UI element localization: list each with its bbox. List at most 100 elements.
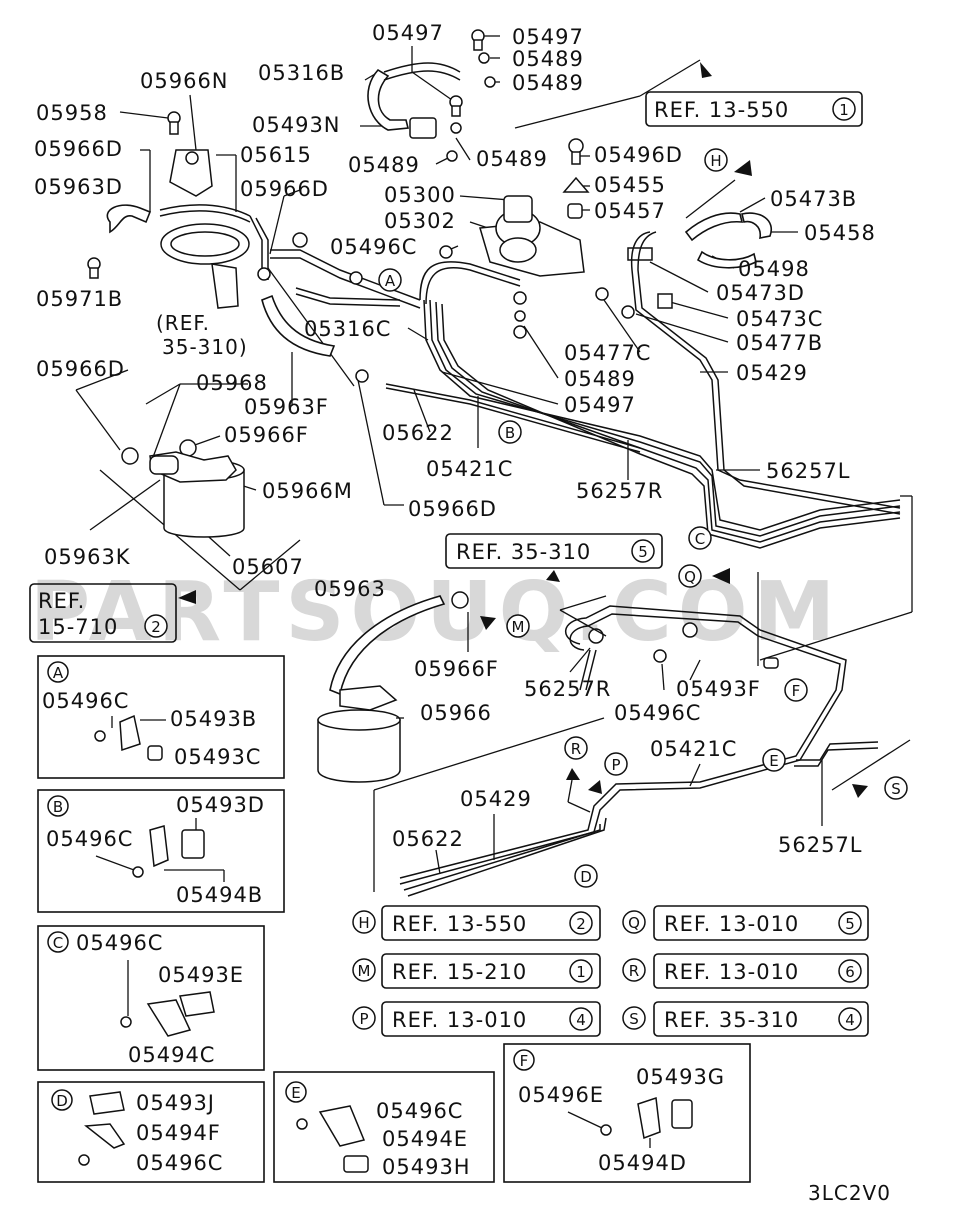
- callout-C: C: [688, 526, 712, 550]
- fuel-filter-lower: [317, 591, 469, 783]
- svg-text:Q: Q: [628, 914, 640, 932]
- label-05496C-a: 05496C: [330, 235, 417, 259]
- svg-text:2: 2: [576, 915, 586, 933]
- svg-text:REF. 15-210: REF. 15-210: [392, 960, 527, 984]
- label-05458: 05458: [804, 221, 876, 245]
- ref-box-35-310-5[interactable]: REF. 35-310 5: [445, 533, 663, 569]
- label-05473D: 05473D: [716, 281, 805, 305]
- svg-text:5: 5: [845, 915, 855, 933]
- part-labels: 05497 05497 05489 05489 05316B 05966N 05…: [34, 21, 876, 857]
- arrow-icon: [734, 160, 752, 176]
- callout-R: R: [564, 736, 591, 813]
- label-05966N: 05966N: [140, 69, 229, 93]
- label-05496D: 05496D: [594, 143, 683, 167]
- ref-box-13-550-1[interactable]: REF. 13-550 1: [645, 91, 863, 127]
- label-05421C-b: 05421C: [650, 737, 737, 761]
- ref-list-R[interactable]: R REF. 13-010 6: [622, 953, 869, 989]
- detail-D-05496C: 05496C: [136, 1151, 223, 1175]
- label-05489-b: 05489: [512, 71, 584, 95]
- svg-text:REF.: REF.: [38, 589, 85, 613]
- label-05966F-b: 05966F: [414, 657, 499, 681]
- svg-text:R: R: [629, 962, 639, 980]
- ref-list-S[interactable]: S REF. 35-310 4: [622, 1001, 869, 1037]
- label-05966M: 05966M: [262, 479, 353, 503]
- svg-text:D: D: [56, 1092, 68, 1110]
- detail-F-05494D: 05494D: [598, 1151, 687, 1175]
- callout-F: F: [784, 678, 808, 702]
- ref-list-P[interactable]: P REF. 13-010 4: [352, 1001, 601, 1037]
- detail-E-05494E: 05494E: [382, 1127, 468, 1151]
- label-05493F: 05493F: [676, 677, 761, 701]
- label-05607: 05607: [232, 555, 304, 579]
- small-parts-top: [87, 29, 673, 465]
- svg-text:1: 1: [576, 963, 586, 981]
- label-05457: 05457: [594, 199, 666, 223]
- label-05971B: 05971B: [36, 287, 123, 311]
- label-05489-d: 05489: [476, 147, 548, 171]
- main-fuel-pipe-bundle: [385, 261, 913, 661]
- detail-A-05493B: 05493B: [170, 707, 257, 731]
- svg-text:S: S: [629, 1010, 639, 1028]
- detail-F-05496E: 05496E: [518, 1083, 604, 1107]
- svg-text:4: 4: [845, 1011, 855, 1029]
- svg-text:2: 2: [151, 618, 161, 636]
- label-05302: 05302: [384, 209, 456, 233]
- label-05963K: 05963K: [44, 545, 131, 569]
- svg-text:4: 4: [576, 1011, 586, 1029]
- callout-B: B: [498, 420, 522, 444]
- label-05477C: 05477C: [564, 341, 651, 365]
- label-05966D-c: 05966D: [36, 357, 125, 381]
- label-05615: 05615: [240, 143, 312, 167]
- callout-E: E: [762, 748, 786, 772]
- label-05963: 05963: [314, 577, 386, 601]
- label-05497-a: 05497: [372, 21, 444, 45]
- svg-text:REF. 13-010: REF. 13-010: [664, 960, 799, 984]
- ref-list-M[interactable]: M REF. 15-210 1: [352, 953, 601, 989]
- label-05421C-a: 05421C: [426, 457, 513, 481]
- label-05966F-a: 05966F: [224, 423, 309, 447]
- label-05622-b: 05622: [392, 827, 464, 851]
- fuel-pump-bracket: [160, 223, 250, 309]
- svg-text:6: 6: [845, 963, 855, 981]
- label-05963F: 05963F: [244, 395, 329, 419]
- ref-list-H[interactable]: H REF. 13-550 2: [352, 905, 601, 941]
- arrow-icon: [588, 780, 602, 794]
- detail-box-B: B 05493D 05496C 05494B: [37, 789, 285, 913]
- label-05497-b: 05497: [512, 25, 584, 49]
- fuel-pipes-lower: [373, 572, 911, 897]
- detail-D-05494F: 05494F: [136, 1121, 221, 1145]
- svg-text:C: C: [695, 530, 705, 548]
- svg-text:Q: Q: [684, 568, 696, 586]
- arrow-icon: [480, 616, 496, 630]
- ref-35-310-line1: (REF.: [156, 311, 210, 335]
- callout-A: A: [378, 268, 402, 292]
- callout-P: P: [588, 752, 628, 794]
- svg-text:M: M: [358, 962, 371, 980]
- label-56257L-b: 56257L: [778, 833, 863, 857]
- ref-box-15-710-2[interactable]: REF. 15-710 2: [29, 583, 177, 643]
- svg-text:S: S: [891, 780, 901, 798]
- label-05968: 05968: [196, 371, 268, 395]
- detail-B-05496C: 05496C: [46, 827, 133, 851]
- svg-text:F: F: [520, 1052, 529, 1070]
- label-05429-a: 05429: [736, 361, 808, 385]
- svg-text:REF. 13-550: REF. 13-550: [392, 912, 527, 936]
- callout-Q: Q: [678, 564, 730, 588]
- svg-text:H: H: [358, 914, 369, 932]
- callout-H-top: H: [704, 148, 752, 176]
- svg-text:A: A: [53, 664, 64, 682]
- fuel-hoses-top: [106, 62, 461, 357]
- detail-C-05496C: 05496C: [76, 931, 163, 955]
- detail-box-E: E 05496C 05494E 05493H: [273, 1071, 495, 1183]
- detail-D-05493J: 05493J: [136, 1091, 215, 1115]
- svg-text:REF. 13-010: REF. 13-010: [392, 1008, 527, 1032]
- label-05489-a: 05489: [512, 47, 584, 71]
- detail-B-05494B: 05494B: [176, 883, 263, 907]
- callout-S: S: [852, 776, 908, 800]
- label-05622-a: 05622: [382, 421, 454, 445]
- callout-D: D: [574, 864, 598, 888]
- label-05958: 05958: [36, 101, 108, 125]
- ref-list-Q[interactable]: Q REF. 13-010 5: [622, 905, 869, 941]
